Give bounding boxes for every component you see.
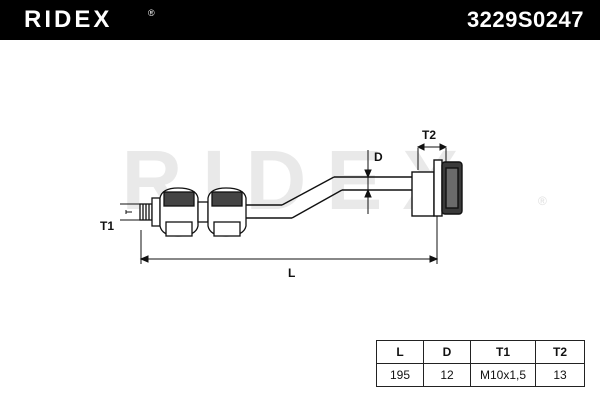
threaded-stud (139, 203, 153, 221)
spec-header-T2: T2 (535, 340, 585, 364)
ball-joint-housing (411, 159, 463, 217)
label-T1: T1 (100, 219, 115, 233)
spec-value-T2: 13 (535, 363, 585, 387)
brand-registered-mark: ® (148, 8, 155, 18)
header-bar: RIDEX ® 3229S0247 (0, 0, 600, 40)
washer (197, 201, 209, 223)
part-number: 3229S0247 (466, 7, 584, 32)
spec-value-L: 195 (376, 363, 424, 387)
spec-value-row: 195 12 M10x1,5 13 (376, 363, 585, 387)
dimension-L (139, 216, 439, 264)
specification-table: L D T1 T2 195 12 M10x1,5 13 (376, 340, 585, 387)
spec-value-D: 12 (423, 363, 471, 387)
label-D: D (374, 150, 383, 164)
nut (151, 197, 161, 227)
rubber-bushing-1 (159, 187, 199, 237)
label-T2: T2 (422, 128, 437, 142)
brand-logo: RIDEX (24, 6, 113, 33)
label-L: L (288, 266, 296, 280)
spec-header-T1: T1 (470, 340, 536, 364)
rod-bend-upper (281, 176, 335, 206)
spec-value-T1: M10x1,5 (470, 363, 536, 387)
spec-header-row: L D T1 T2 (376, 340, 585, 364)
dimension-T1 (120, 203, 140, 221)
rod-bend-lower (291, 189, 343, 219)
watermark-registered-mark: ® (538, 194, 547, 208)
spec-header-D: D (423, 340, 471, 364)
dimension-D (364, 150, 372, 214)
dimension-T2 (416, 143, 448, 170)
spec-header-L: L (376, 340, 424, 364)
rubber-bushing-2 (207, 187, 247, 237)
